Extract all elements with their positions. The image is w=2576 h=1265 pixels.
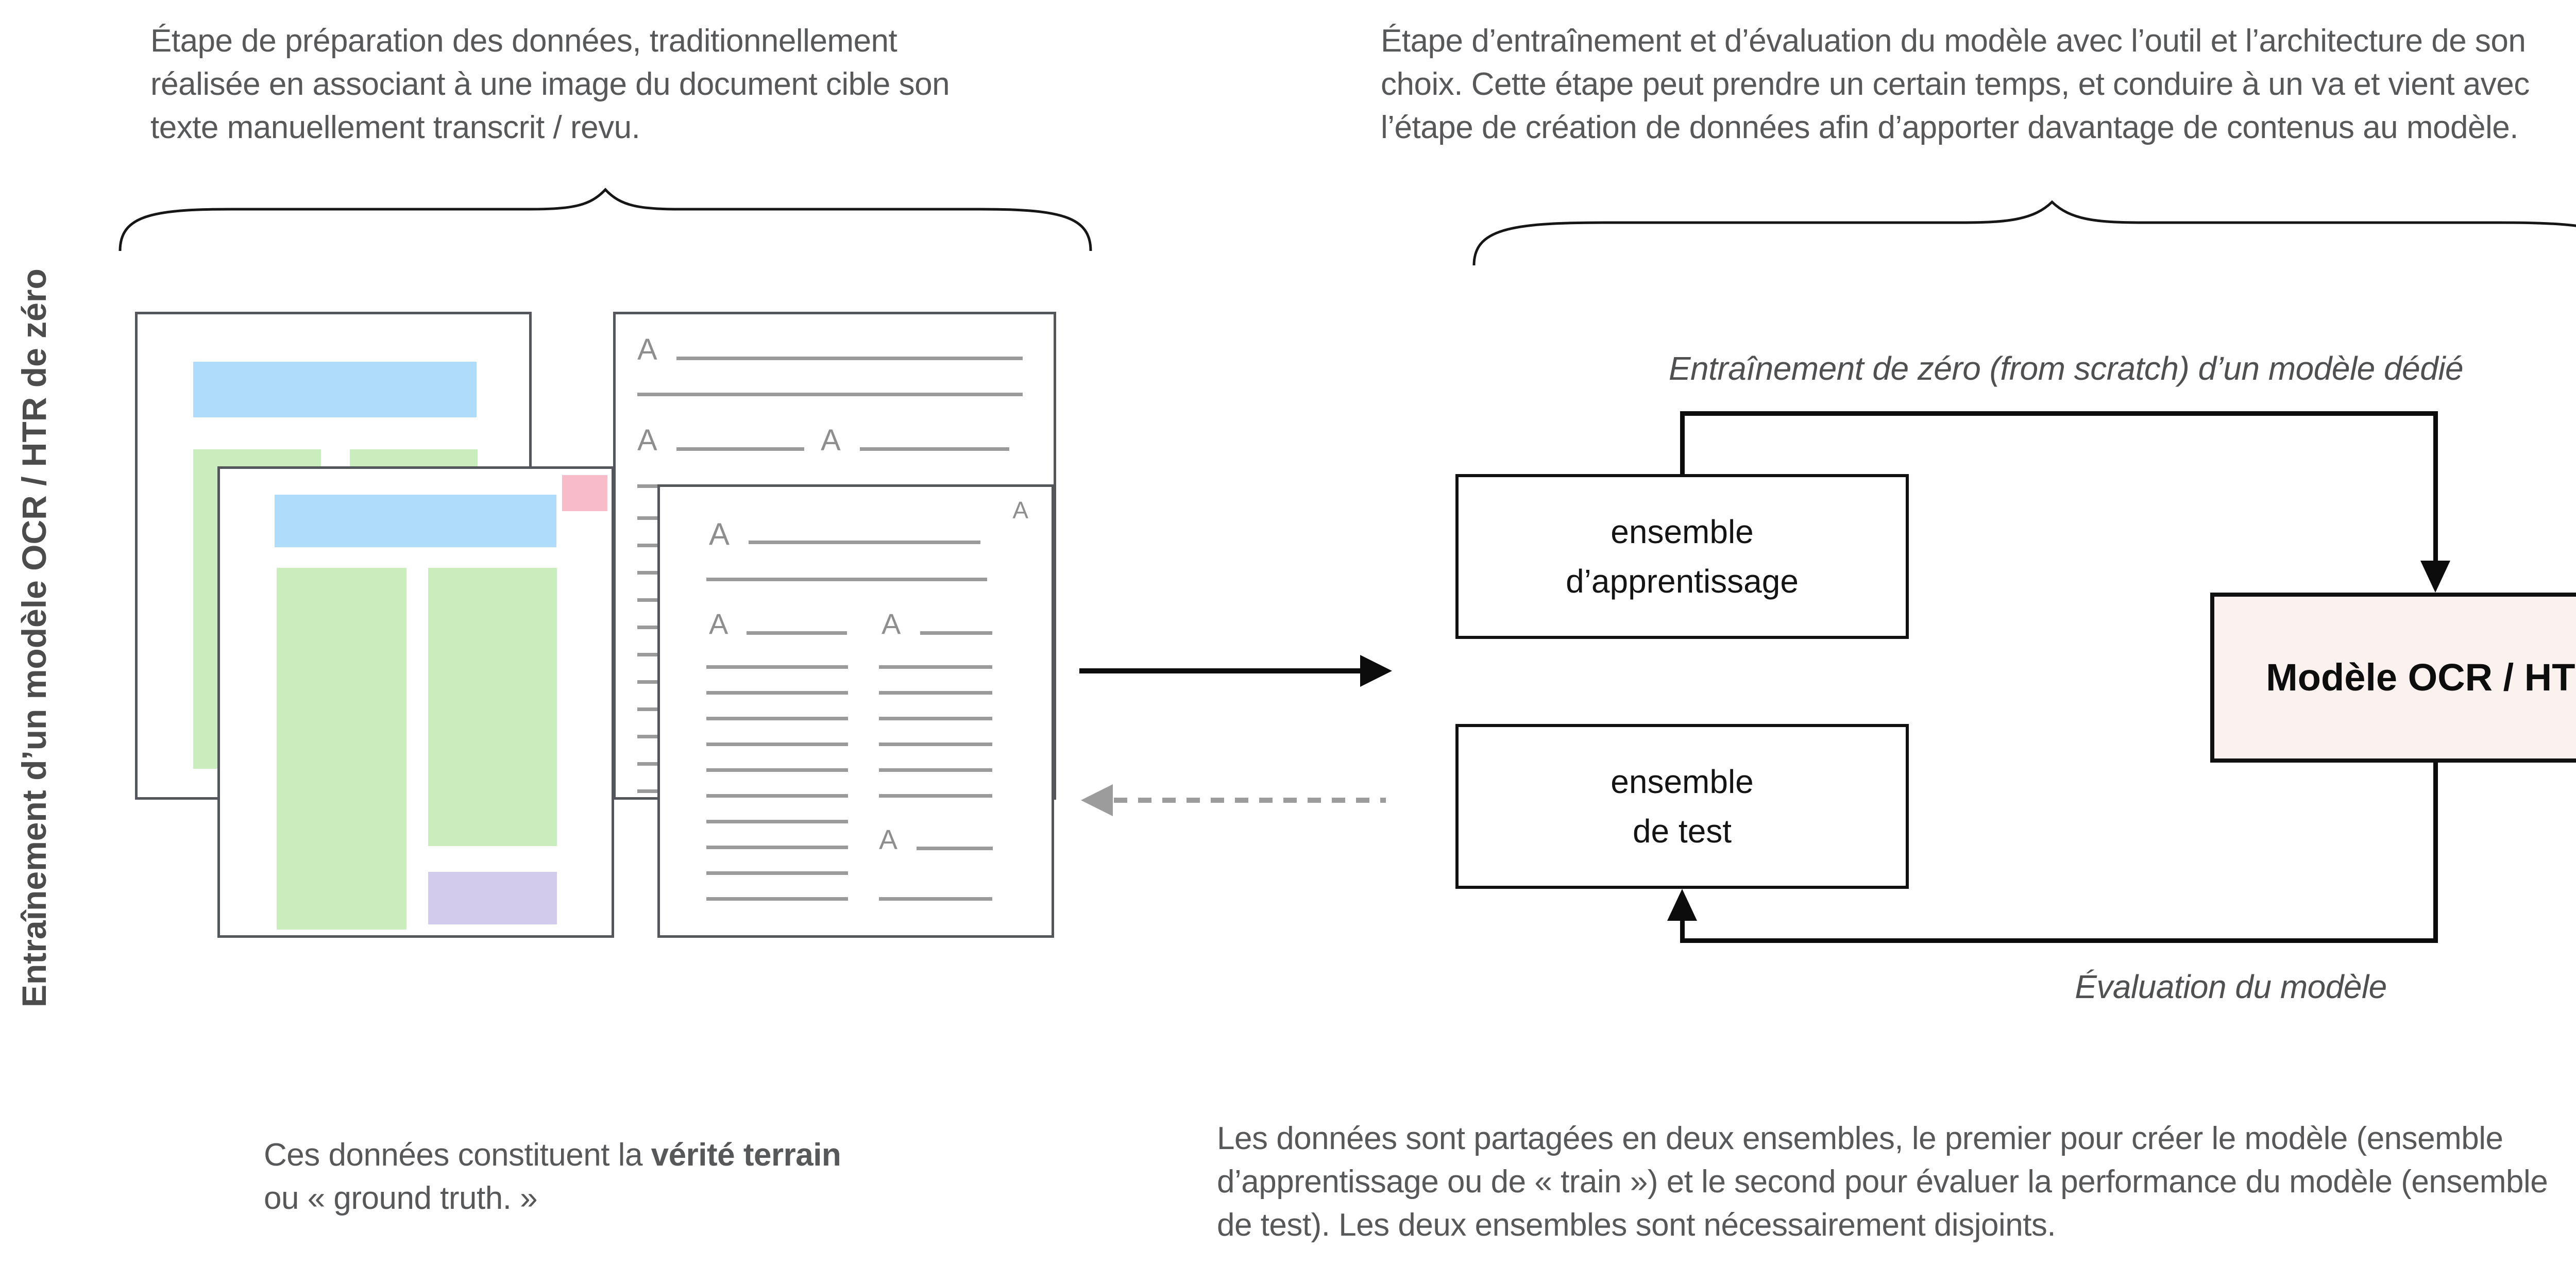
placeholder-letter-glyph: A	[637, 424, 657, 457]
eval-path-segment	[1680, 921, 1685, 941]
train-set-box: ensemble d’apprentissage	[1455, 474, 1909, 639]
doc-text-line	[676, 447, 804, 451]
doc-text-line	[706, 897, 848, 901]
doc-text-line	[706, 717, 848, 720]
doc-text-line	[676, 357, 1023, 360]
layout-region-block	[428, 872, 557, 924]
doc-text-line	[706, 691, 848, 695]
caption-ground-truth: Ces données constituent la vérité terrai…	[264, 1137, 841, 1216]
eval-path-arrowhead	[1667, 889, 1697, 921]
doc-text-line	[879, 794, 992, 798]
brace-training	[1472, 200, 2576, 266]
test-set-box: ensemble de test	[1455, 724, 1909, 889]
doc-text-line	[917, 847, 993, 850]
vertical-figure-title: Entraînement d’un modèle OCR / HTR de zé…	[15, 268, 53, 1007]
layout-region-block	[277, 568, 406, 930]
train-path-arrowhead	[2420, 561, 2450, 593]
document-transcription-page-front: A A A A A	[657, 484, 1054, 938]
annotation-training-evaluation: Étape d’entraînement et d’évaluation du …	[1381, 23, 2530, 145]
placeholder-letter-glyph: A	[821, 424, 841, 457]
placeholder-letter-glyph: A	[882, 608, 901, 640]
label-model-evaluation: Évaluation du modèle	[2075, 968, 2387, 1005]
doc-text-line	[879, 768, 992, 772]
eval-path-segment	[2433, 763, 2438, 943]
doc-text-line	[879, 897, 992, 901]
model-box: Modèle OCR / HTR	[2210, 593, 2576, 763]
doc-text-line	[706, 578, 987, 581]
brace-data-preparation	[118, 188, 1092, 251]
doc-text-line	[706, 846, 848, 849]
document-image-page-front	[217, 466, 614, 938]
layout-region-block	[428, 568, 557, 846]
arrow-data-to-training-head	[1360, 655, 1392, 687]
placeholder-letter-glyph: A	[709, 517, 730, 551]
doc-text-line	[706, 794, 848, 798]
eval-path-segment	[1680, 938, 2438, 943]
train-path-segment	[2433, 411, 2438, 562]
doc-text-line	[879, 691, 992, 695]
train-path-segment	[1680, 411, 1685, 474]
model-box-label: Modèle OCR / HTR	[2266, 656, 2576, 699]
arrow-feedback-head	[1081, 784, 1113, 816]
doc-text-line	[749, 541, 980, 544]
doc-text-line	[879, 743, 992, 746]
placeholder-letter-glyph: A	[709, 608, 728, 640]
layout-region-block	[275, 495, 556, 547]
caption-train-test-split: Les données sont partagées en deux ensem…	[1217, 1121, 2548, 1243]
placeholder-letter-glyph: A	[1012, 497, 1028, 524]
annotation-data-preparation: Étape de préparation des données, tradit…	[150, 23, 950, 145]
placeholder-letter-glyph: A	[879, 824, 898, 855]
doc-text-line	[747, 631, 847, 635]
test-set-box-label: ensemble de test	[1611, 763, 1754, 850]
doc-text-line	[637, 393, 1023, 396]
doc-text-line	[706, 768, 848, 772]
doc-text-line	[706, 743, 848, 746]
layout-region-block	[562, 475, 607, 511]
label-train-from-scratch: Entraînement de zéro (from scratch) d’un…	[1668, 350, 2464, 387]
doc-text-line	[706, 871, 848, 875]
doc-text-line	[920, 631, 992, 635]
arrow-data-to-training	[1079, 668, 1360, 673]
layout-region-block	[193, 362, 477, 417]
placeholder-letter-glyph: A	[637, 333, 657, 366]
train-path-segment	[1680, 411, 2438, 416]
doc-text-line	[860, 447, 1009, 451]
doc-text-line	[879, 717, 992, 720]
doc-text-line	[706, 665, 848, 669]
doc-text-line	[706, 820, 848, 823]
arrow-feedback-dashed-line	[1114, 798, 1386, 803]
train-set-box-label: ensemble d’apprentissage	[1566, 513, 1799, 600]
doc-text-line	[879, 665, 992, 669]
